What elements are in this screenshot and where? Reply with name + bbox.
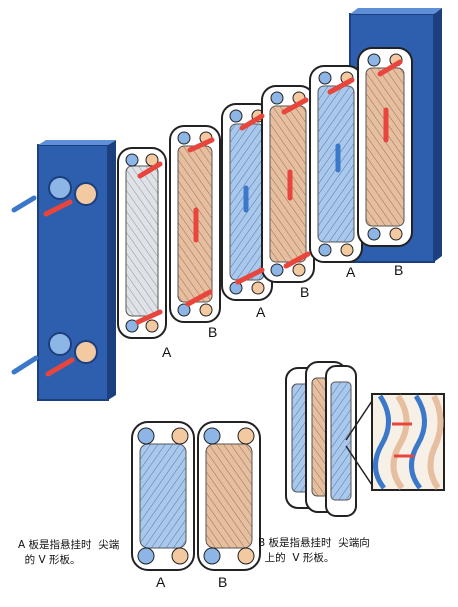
- flow-arrows: [11, 59, 403, 377]
- note-plate-a: A 板是指悬挂时 尖端 的 V 形板。: [18, 539, 120, 566]
- magnified-channel-inset: [371, 393, 445, 491]
- label-b-3: B: [394, 262, 404, 278]
- plate-1: [117, 147, 167, 339]
- plate-pack: [117, 47, 413, 339]
- stacked-plates-detail: [285, 361, 375, 517]
- label-a-2: A: [256, 304, 266, 320]
- plate-6: [357, 47, 413, 247]
- label-b-2: B: [300, 284, 310, 300]
- detail-plate-a: [131, 421, 195, 571]
- label-b-1: B: [208, 324, 218, 340]
- label-detail-b: B: [218, 574, 228, 590]
- label-a-3: A: [346, 264, 356, 280]
- fixed-frame-plate: [37, 140, 116, 401]
- detail-plate-b: [197, 421, 261, 571]
- note-plate-b: B 板是指悬挂时 尖端向 上的 V 形板。: [258, 537, 370, 564]
- label-a-1: A: [162, 344, 172, 360]
- label-detail-a: A: [156, 574, 166, 590]
